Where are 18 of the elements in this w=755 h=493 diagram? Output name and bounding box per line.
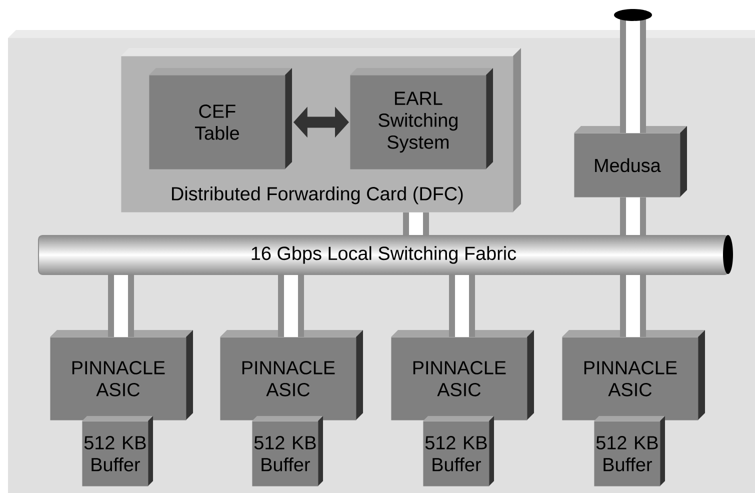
buffer-box: 512 KB Buffer [252, 416, 323, 486]
fabric-pipe: 16 Gbps Local Switching Fabric [38, 235, 733, 275]
pipe-connector [403, 212, 429, 235]
buffer-box: 512 KB Buffer [594, 416, 665, 486]
buffer-box: 512 KB Buffer [423, 416, 494, 486]
pipe-connector [449, 275, 475, 337]
component-box: PINNACLE ASIC [50, 330, 193, 420]
pipe-connector [620, 197, 646, 235]
buffer-box: 512 KB Buffer [82, 416, 153, 486]
component-box: CEF Table [149, 68, 292, 170]
component-box: PINNACLE ASIC [391, 330, 534, 420]
pipe-connector [278, 275, 304, 337]
component-box: PINNACLE ASIC [562, 330, 705, 420]
component-box: PINNACLE ASIC [220, 330, 363, 420]
component-box: Medusa [574, 126, 687, 198]
component-box: EARL Switching System [350, 68, 493, 170]
pipe-connector [108, 275, 134, 337]
pipe-connector [620, 275, 646, 337]
